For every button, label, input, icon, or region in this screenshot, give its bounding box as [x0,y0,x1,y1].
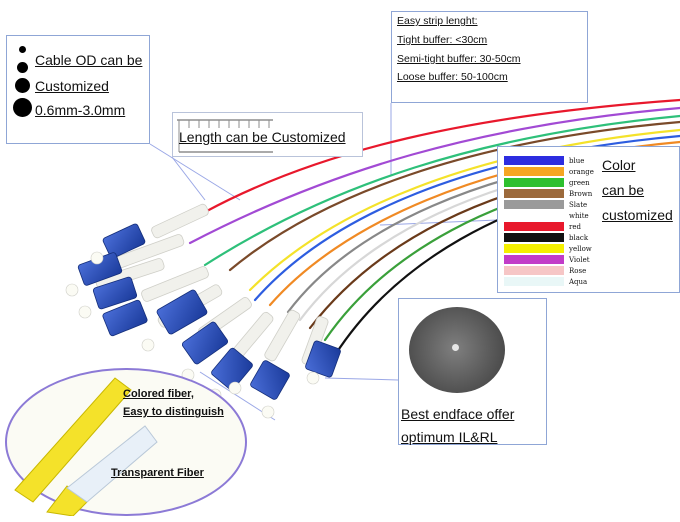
swatch-label: Violet [569,256,590,264]
color-word-2: can be [602,182,645,198]
swatch-label: Brown [569,190,593,198]
color-word-3: customized [602,207,673,223]
swatch-label: Slate [569,201,588,209]
endface-line-1: Best endface offer [401,406,515,422]
fiber-core-icon [452,344,459,351]
length-label: Length can be Customized [179,129,346,145]
swatch-rose [504,266,564,275]
swatch-green [504,178,564,187]
cable-od-line-2: Customized [35,78,109,94]
cable-od-line-1: Cable OD can be [35,52,143,68]
strip-length-callout: Easy strip lenght: Tight buffer: <30cm S… [391,11,588,103]
swatch-violet [504,255,564,264]
cable-od-callout: Cable OD can be Customized 0.6mm-3.0mm [6,35,150,144]
od-dot-xlarge [13,98,32,117]
fiber-cutaway-image [14,377,158,516]
swatch-label: green [569,179,590,187]
swatch-blue [504,156,564,165]
od-dot-medium [17,62,28,73]
swatch-brown [504,189,564,198]
transparent-fiber-label: Transparent Fiber [111,467,204,479]
strip-semi-tight: Semi-tight buffer: 30-50cm [397,53,521,65]
swatch-red [504,222,564,231]
fiber-type-callout: Colored fiber, Easy to distinguish Trans… [5,368,247,516]
od-dot-large [15,78,30,93]
swatch-orange [504,167,564,176]
od-dot-small [19,46,26,53]
swatch-label: blue [569,157,585,165]
strip-tight: Tight buffer: <30cm [397,34,488,46]
strip-title: Easy strip lenght: [397,15,478,27]
swatch-label: Rose [569,267,587,275]
ruler-icon [177,119,273,153]
endface-image [409,307,505,393]
swatch-label: red [569,223,581,231]
swatch-black [504,233,564,242]
colored-fiber-line-1: Colored fiber, [123,388,194,400]
swatch-label: black [569,234,589,242]
cable-od-line-3: 0.6mm-3.0mm [35,102,126,118]
colored-fiber-line-2: Easy to distinguish [123,406,224,418]
endface-line-2: optimum IL&RL [401,429,498,445]
strip-loose: Loose buffer: 50-100cm [397,71,508,83]
swatch-label: Aqua [569,278,588,286]
swatch-yellow [504,244,564,253]
color-word-1: Color [602,157,636,173]
length-callout: Length can be Customized [172,112,363,157]
swatch-aqua [504,277,564,286]
color-code-callout: blue orange green Brown Slate white red … [497,146,680,293]
swatch-label: white [569,212,589,220]
endface-callout: Best endface offer optimum IL&RL [398,298,547,445]
swatch-label: orange [569,168,594,176]
swatch-white [504,211,564,220]
swatch-label: yellow [569,245,592,253]
swatch-slate [504,200,564,209]
